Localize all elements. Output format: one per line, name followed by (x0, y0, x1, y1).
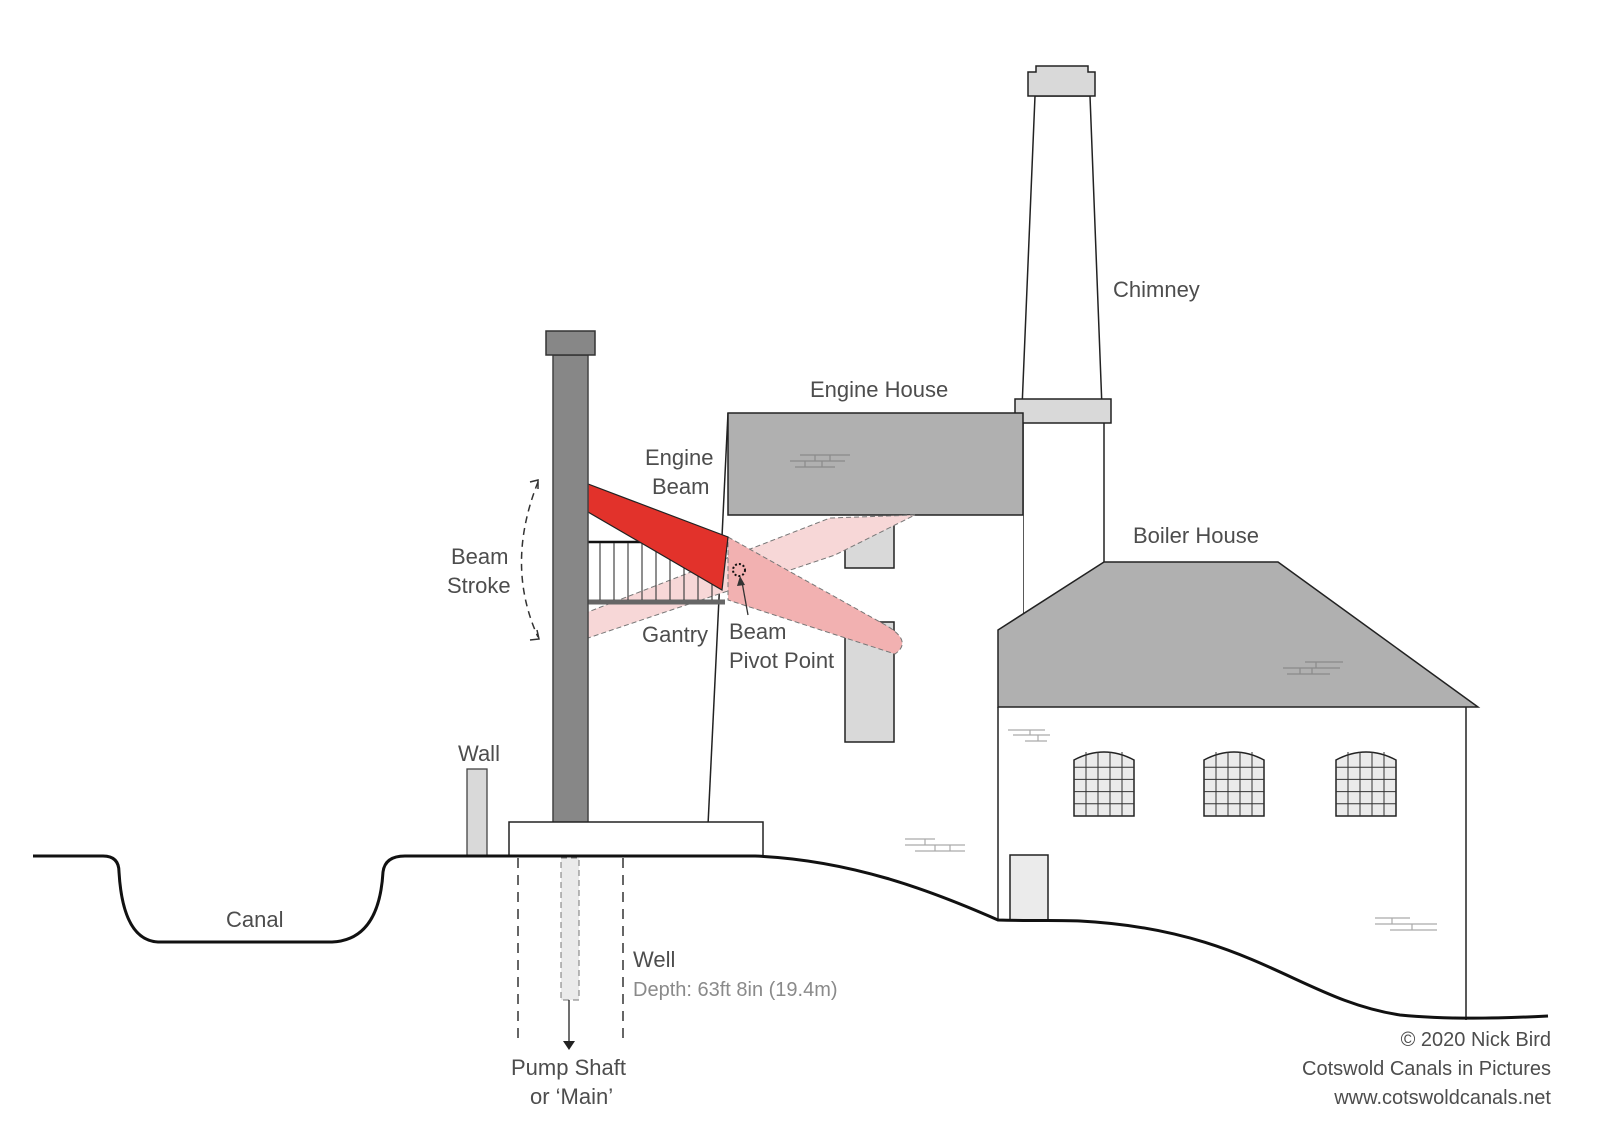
ground-line (33, 854, 1549, 1020)
engine-beam-label-1: Engine (645, 445, 714, 470)
engine-beam-label-2: Beam (652, 474, 709, 499)
engine-base (508, 821, 764, 857)
pump-rod (552, 354, 589, 826)
brick-pattern (1283, 661, 1343, 675)
engine-house-label: Engine House (810, 377, 948, 402)
engine-house-left-wall (707, 412, 729, 826)
wall-label: Wall (458, 741, 500, 766)
chimney-label: Chimney (1113, 277, 1200, 302)
engine-beam (587, 483, 729, 591)
pivot-arrow (737, 576, 749, 616)
canal-label: Canal (226, 907, 283, 932)
beam-ghost-positions (587, 514, 916, 655)
arched-window (1335, 751, 1397, 817)
arched-window (1073, 751, 1135, 817)
brick-pattern (905, 838, 965, 852)
well-depth-label: Depth: 63ft 8in (19.4m) (633, 979, 838, 1001)
beam-ghost-down (727, 536, 903, 655)
beam-stroke-label-1: Beam (451, 544, 508, 569)
gantry-label: Gantry (642, 622, 708, 647)
brick-pattern (790, 454, 850, 468)
arched-window (1203, 751, 1265, 817)
well (517, 857, 624, 1050)
brick-pattern (1375, 917, 1437, 931)
chimney-stack (1021, 95, 1103, 409)
beam-stroke-arrow (520, 479, 540, 641)
chimney-cap (1027, 65, 1096, 97)
brick-pattern (1008, 729, 1050, 742)
pump-shaft (560, 857, 580, 1001)
pump-shaft-label-2: or ‘Main’ (530, 1084, 613, 1109)
boiler-house-door (1009, 854, 1049, 921)
chimney-band (1014, 398, 1112, 424)
wall (466, 768, 488, 857)
arrow-head-icon (563, 1041, 575, 1050)
engine-house-roof (727, 412, 1024, 516)
chimney (1014, 65, 1112, 620)
boiler-house-roof (997, 561, 1481, 708)
copyright-text: © 2020 Nick Bird (1401, 1029, 1551, 1051)
publication-text: Cotswold Canals in Pictures (1302, 1058, 1551, 1080)
beam-pivot-point (732, 563, 746, 577)
beam-pivot-label-2: Pivot Point (729, 648, 834, 673)
beam-pivot-label-1: Beam (729, 619, 786, 644)
website-link[interactable]: www.cotswoldcanals.net (1333, 1087, 1551, 1109)
boiler-house-label: Boiler House (1133, 523, 1259, 548)
boiler-house (997, 561, 1481, 1027)
pump-shaft-label-1: Pump Shaft (511, 1055, 626, 1080)
beam-stroke-label-2: Stroke (447, 573, 511, 598)
well-label: Well (633, 947, 675, 972)
pump-rod-cap (545, 330, 596, 356)
